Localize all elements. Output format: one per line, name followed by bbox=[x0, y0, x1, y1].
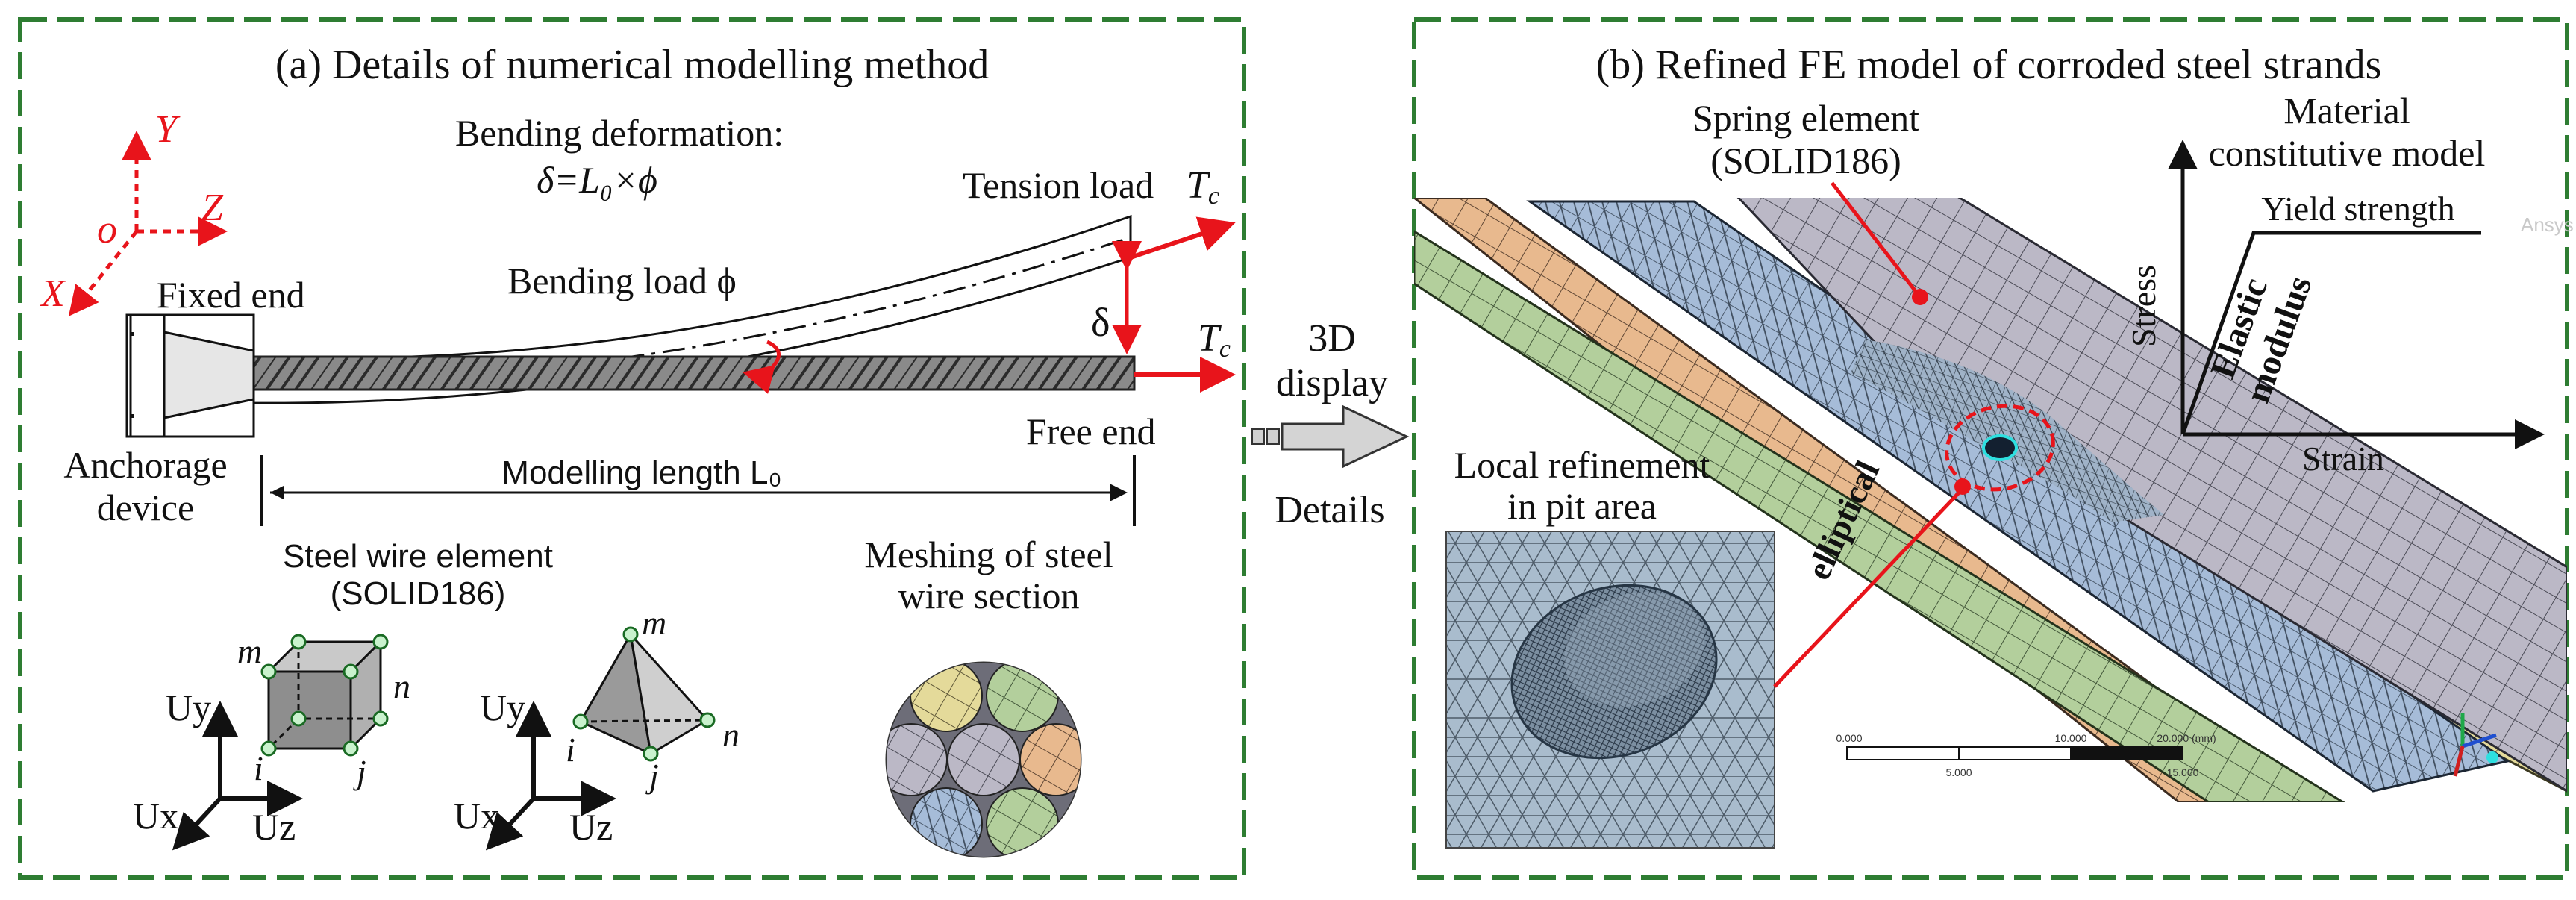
fixed-end-label: Fixed end bbox=[157, 274, 305, 316]
anchorage-device bbox=[125, 313, 255, 438]
tension-load-label: Tension load bbox=[963, 164, 1154, 206]
tension-load-symbol: Tc bbox=[1187, 164, 1219, 210]
spring-element-dot bbox=[1912, 289, 1928, 305]
dof-uz-2: Uz bbox=[569, 806, 613, 848]
node-m-2: m bbox=[642, 604, 666, 642]
straight-strand bbox=[252, 355, 1136, 391]
axis-x-label: X bbox=[40, 272, 66, 315]
panel-b-title: (b) Refined FE model of corroded steel s… bbox=[1596, 42, 2382, 88]
node-n-2: n bbox=[722, 716, 740, 754]
fe-strands bbox=[1414, 198, 2567, 802]
steel-wire-element-line1: Steel wire element bbox=[283, 538, 553, 575]
tension-load-symbol-2: Tc bbox=[1198, 317, 1231, 363]
middle-label-3d: 3D bbox=[1308, 317, 1356, 360]
node-j-2: j bbox=[645, 757, 659, 795]
local-refinement-line1: Local refinement bbox=[1454, 444, 1710, 486]
bending-formula: δ=L₀×ϕ bbox=[537, 159, 657, 201]
scale-label-15: 15.000 bbox=[2167, 766, 2199, 778]
yield-strength-label: Yield strength bbox=[2261, 190, 2454, 228]
axis-origin-label: o bbox=[97, 207, 117, 251]
pit-refinement-inset bbox=[1445, 531, 1775, 849]
pit-highlight-ellipse bbox=[1945, 404, 2055, 492]
wire-section-mesh bbox=[885, 661, 1082, 858]
scale-label-5: 5.000 bbox=[1945, 766, 1972, 778]
meshing-label-2: wire section bbox=[898, 575, 1080, 616]
dof-uy-1: Uy bbox=[166, 687, 211, 728]
node-i-2: i bbox=[566, 731, 575, 769]
coordinate-axes: Y Z X o bbox=[40, 108, 228, 316]
dof-axes-2 bbox=[485, 701, 616, 851]
dof-ux-1: Ux bbox=[133, 795, 178, 837]
anchorage-label-1: Anchorage bbox=[63, 444, 227, 486]
bending-deformation-label: Bending deformation: bbox=[455, 112, 784, 154]
axis-z-label: Z bbox=[201, 187, 224, 229]
constitutive-model-axes bbox=[2168, 140, 2545, 449]
modelling-length-label: Modelling length L₀ bbox=[501, 454, 781, 491]
steel-wire-element-line2: (SOLID186) bbox=[331, 575, 506, 612]
pit-leader-dot bbox=[1954, 478, 1971, 495]
dof-ux-2: Ux bbox=[454, 795, 499, 837]
modelling-length-dimension bbox=[260, 455, 1136, 526]
panel-b-frame bbox=[1412, 17, 2569, 880]
panel-a-frame bbox=[18, 17, 1246, 880]
hexahedral-element bbox=[260, 634, 389, 757]
spring-element-line2: (SOLID186) bbox=[1710, 140, 1901, 181]
dof-uz-1: Uz bbox=[252, 806, 296, 848]
tension-arrow-top bbox=[1130, 216, 1236, 260]
dof-uy-2: Uy bbox=[480, 687, 525, 728]
pit-leader-line bbox=[1773, 487, 1964, 688]
spring-element-line1: Spring element bbox=[1692, 97, 1919, 139]
middle-label-details: Details bbox=[1275, 489, 1384, 531]
spring-element-leader bbox=[1831, 181, 1922, 299]
axis-y-label: Y bbox=[155, 108, 181, 151]
local-refinement-line2: in pit area bbox=[1507, 485, 1657, 527]
scale-label-20: 20.000 (mm) bbox=[2157, 732, 2216, 744]
panel-a-title: (a) Details of numerical modelling metho… bbox=[275, 42, 989, 88]
stress-label: Stress bbox=[2125, 265, 2163, 347]
dof-axes-1 bbox=[172, 701, 303, 851]
material-label-2: constitutive model bbox=[2209, 132, 2486, 174]
node-i-1: i bbox=[254, 749, 263, 787]
middle-label-display: display bbox=[1276, 362, 1388, 404]
free-end-label: Free end bbox=[1026, 410, 1156, 452]
material-label-1: Material bbox=[2283, 90, 2410, 131]
bending-rotation-arrow bbox=[743, 340, 781, 394]
anchorage-label-2: device bbox=[97, 487, 194, 528]
tetrahedral-element bbox=[572, 626, 716, 762]
meshing-label-1: Meshing of steel bbox=[864, 534, 1113, 575]
node-j-1: j bbox=[353, 753, 366, 791]
ansys-triad-icon bbox=[2453, 713, 2498, 777]
delta-label: δ bbox=[1091, 300, 1110, 345]
display-arrow bbox=[1251, 404, 1410, 469]
node-m-1: m bbox=[237, 632, 262, 670]
scale-label-10: 10.000 bbox=[2055, 732, 2087, 744]
strain-label: Strain bbox=[2302, 440, 2384, 478]
bending-load-label: Bending load ϕ bbox=[507, 260, 737, 301]
scale-label-0: 0.000 bbox=[1836, 732, 1862, 744]
ansys-watermark: Ansys bbox=[2521, 213, 2574, 236]
node-n-1: n bbox=[393, 667, 410, 705]
scale-bar bbox=[1846, 746, 2183, 760]
